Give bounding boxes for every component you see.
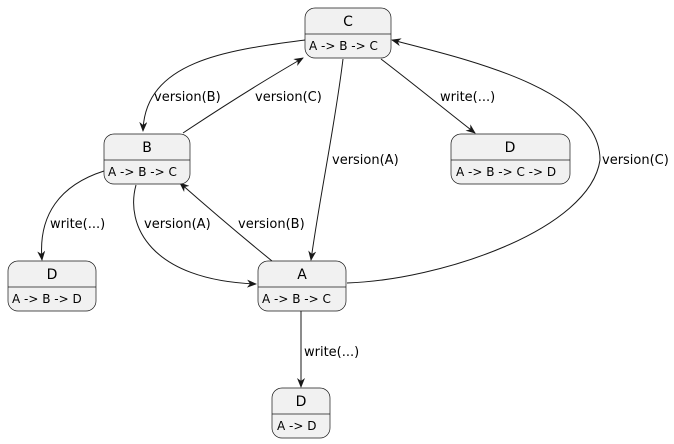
edge-b-to-a <box>133 184 257 288</box>
state-d-from-a-name: D <box>296 394 307 410</box>
edge-c-to-d <box>380 58 476 134</box>
edge-b-to-c <box>182 57 304 134</box>
state-d-from-c-name: D <box>505 140 516 156</box>
state-c: C A -> B -> C <box>304 7 392 59</box>
state-c-description: A -> B -> C <box>309 39 378 53</box>
state-c-name: C <box>343 14 353 30</box>
edge-a-to-c <box>346 38 601 284</box>
edge-b-to-d <box>37 170 105 261</box>
state-d-from-c: D A -> B -> C -> D <box>450 133 571 185</box>
state-d-from-a: D A -> D <box>271 387 331 439</box>
edge-label-b-to-a: version(A) <box>144 217 211 232</box>
edge-label-b-to-d: write(...) <box>50 217 105 232</box>
state-d-from-b-name: D <box>47 267 58 283</box>
edge-a-to-b <box>179 182 273 262</box>
state-a: A A -> B -> C <box>257 260 347 312</box>
state-b-name: B <box>142 140 152 156</box>
state-a-description: A -> B -> C <box>262 292 331 306</box>
state-d-from-a-description: A -> D <box>277 419 316 433</box>
state-d-from-b-description: A -> B -> D <box>12 292 82 306</box>
edge-label-b-to-c: version(C) <box>255 90 322 105</box>
edge-c-to-b <box>139 39 306 132</box>
state-d-from-c-description: A -> B -> C -> D <box>456 165 556 179</box>
state-a-name: A <box>297 267 307 283</box>
edge-label-c-to-b: version(B) <box>154 90 221 105</box>
edge-label-c-to-d: write(...) <box>440 90 495 105</box>
state-b: B A -> B -> C <box>103 133 191 185</box>
state-b-description: A -> B -> C <box>108 165 177 179</box>
state-d-from-b: D A -> B -> D <box>7 260 97 312</box>
edge-label-c-to-a: version(A) <box>332 153 399 168</box>
edge-label-a-to-b: version(B) <box>238 217 305 232</box>
edge-label-a-to-c: version(C) <box>602 153 669 168</box>
edge-label-a-to-d: write(...) <box>304 345 359 360</box>
edge-c-to-a <box>308 58 344 261</box>
